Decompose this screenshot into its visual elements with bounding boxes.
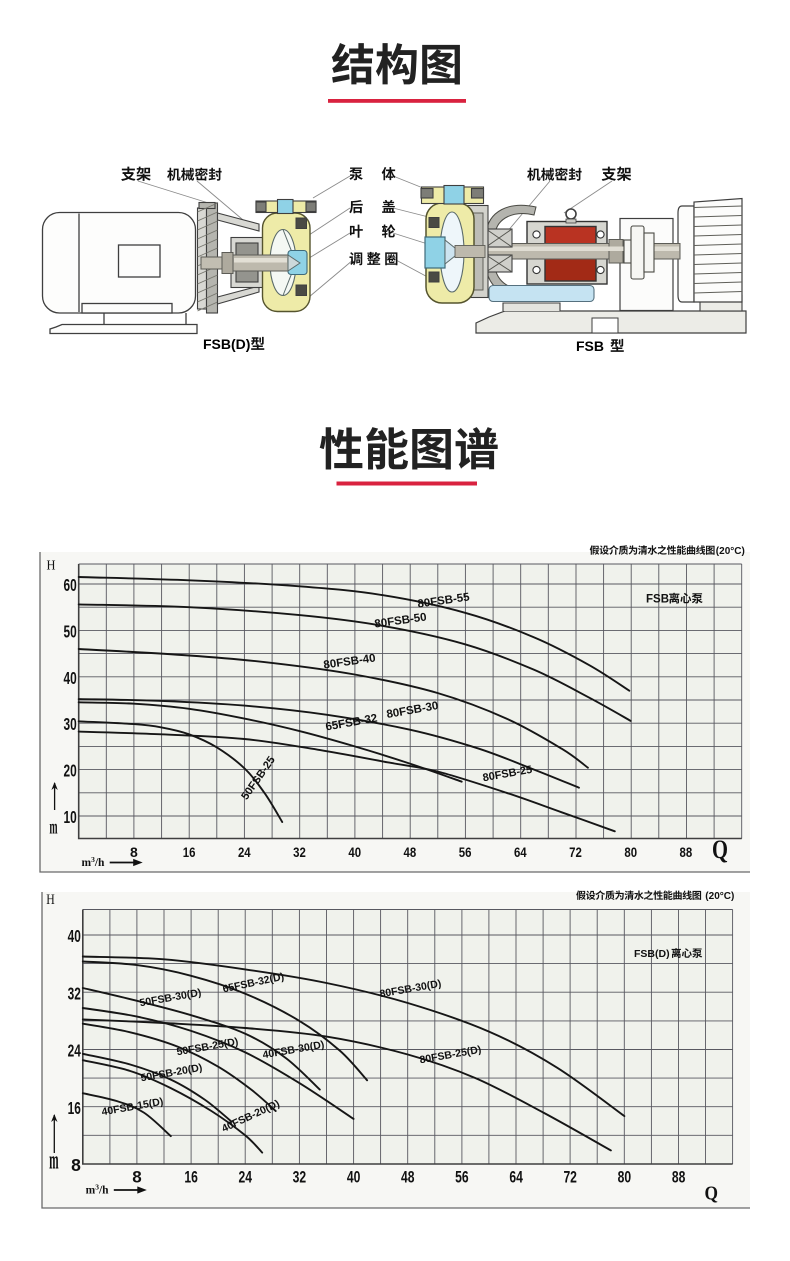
svg-text:Q: Q bbox=[705, 1183, 719, 1205]
svg-text:FSB(D): FSB(D) bbox=[203, 336, 250, 352]
svg-text:24: 24 bbox=[238, 844, 251, 860]
svg-text:10: 10 bbox=[64, 807, 77, 827]
svg-text:72: 72 bbox=[563, 1167, 577, 1186]
svg-text:m: m bbox=[49, 1146, 59, 1175]
svg-text:32: 32 bbox=[293, 844, 306, 860]
svg-text:FSB: FSB bbox=[576, 338, 604, 354]
svg-text:8: 8 bbox=[130, 844, 138, 860]
svg-text:80: 80 bbox=[624, 844, 637, 860]
svg-text:24: 24 bbox=[68, 1041, 81, 1061]
svg-text:50: 50 bbox=[64, 621, 77, 641]
svg-text:32: 32 bbox=[293, 1167, 307, 1186]
svg-text:40: 40 bbox=[347, 1167, 361, 1186]
svg-text:8: 8 bbox=[132, 1167, 141, 1186]
svg-text:56: 56 bbox=[455, 1167, 469, 1186]
svg-text:(20°C): (20°C) bbox=[705, 891, 734, 902]
svg-text:FSB: FSB bbox=[646, 594, 669, 606]
svg-text:80: 80 bbox=[618, 1167, 632, 1186]
svg-text:H: H bbox=[47, 559, 56, 574]
svg-text:m3/h: m3/h bbox=[82, 855, 106, 869]
svg-text:8: 8 bbox=[71, 1155, 81, 1175]
svg-text:24: 24 bbox=[239, 1167, 253, 1186]
svg-text:56: 56 bbox=[459, 844, 472, 860]
svg-text:H: H bbox=[46, 892, 55, 908]
svg-text:Q: Q bbox=[712, 835, 728, 864]
svg-text:88: 88 bbox=[680, 844, 693, 860]
svg-text:48: 48 bbox=[401, 1167, 415, 1186]
svg-text:40: 40 bbox=[68, 926, 81, 946]
svg-text:(20°C): (20°C) bbox=[716, 546, 745, 557]
svg-text:m: m bbox=[49, 817, 57, 839]
svg-text:48: 48 bbox=[404, 844, 417, 860]
svg-text:16: 16 bbox=[184, 1167, 198, 1186]
svg-text:60: 60 bbox=[64, 575, 77, 595]
svg-text:20: 20 bbox=[64, 761, 77, 781]
svg-text:30: 30 bbox=[64, 714, 77, 734]
svg-text:40: 40 bbox=[348, 844, 361, 860]
svg-text:16: 16 bbox=[183, 844, 196, 860]
svg-text:88: 88 bbox=[672, 1167, 686, 1186]
svg-text:72: 72 bbox=[569, 844, 582, 860]
svg-text:16: 16 bbox=[68, 1098, 81, 1118]
svg-text:40: 40 bbox=[64, 668, 77, 688]
svg-text:64: 64 bbox=[509, 1167, 523, 1186]
svg-text:FSB(D): FSB(D) bbox=[634, 948, 670, 960]
svg-text:m3/h: m3/h bbox=[86, 1183, 110, 1197]
svg-text:32: 32 bbox=[68, 983, 81, 1003]
svg-text:64: 64 bbox=[514, 844, 527, 860]
